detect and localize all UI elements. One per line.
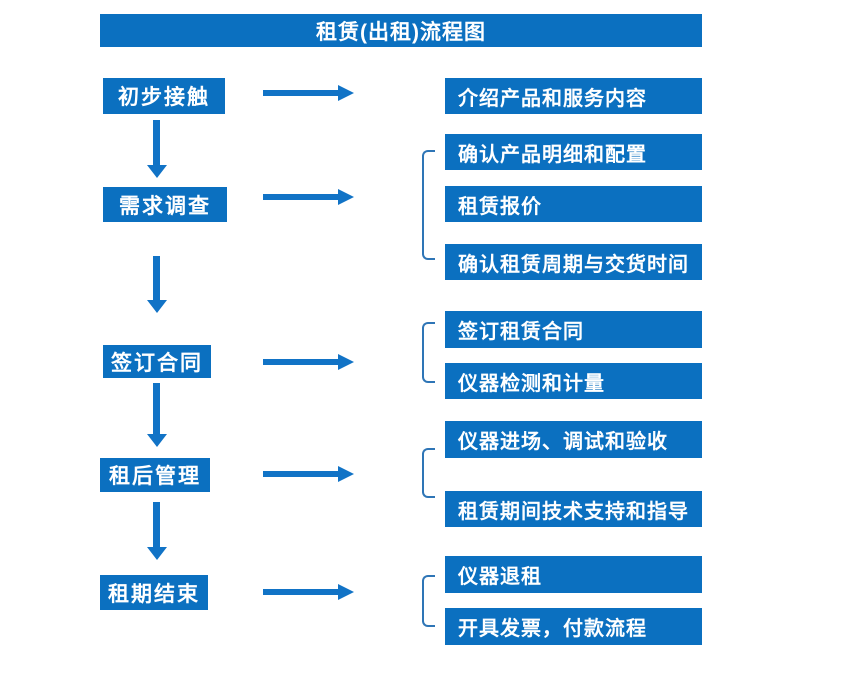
arrow-shaft <box>153 383 160 435</box>
right-arrow-icon <box>263 189 354 205</box>
detail-box-introduce-products: 介绍产品和服务内容 <box>445 78 702 114</box>
arrow-shaft <box>263 589 339 595</box>
arrow-head <box>147 547 167 560</box>
step-box-sign-contract: 签订合同 <box>103 345 211 378</box>
group-bracket <box>422 575 435 627</box>
detail-box-invoice-payment: 开具发票，付款流程 <box>445 608 702 645</box>
step-box-rental-end: 租期结束 <box>100 575 208 610</box>
right-arrow-icon <box>263 85 354 101</box>
arrow-shaft <box>263 471 339 477</box>
group-bracket <box>422 322 435 383</box>
group-bracket <box>422 150 435 260</box>
arrow-shaft <box>153 120 160 166</box>
flowchart-title: 租赁(出租)流程图 <box>316 20 486 44</box>
step-box-post-rental-mgmt: 租后管理 <box>100 458 210 492</box>
detail-box-instrument-return: 仪器退租 <box>445 556 702 593</box>
down-arrow-icon <box>147 383 167 447</box>
arrow-shaft <box>263 194 339 200</box>
arrow-head <box>338 85 354 101</box>
arrow-head <box>147 300 167 313</box>
detail-box-confirm-details: 确认产品明细和配置 <box>445 134 702 170</box>
flowchart-title-bar: 租赁(出租)流程图 <box>100 14 702 47</box>
arrow-shaft <box>153 256 160 301</box>
arrow-shaft <box>263 90 339 96</box>
detail-box-tech-support: 租赁期间技术支持和指导 <box>445 491 702 527</box>
right-arrow-icon <box>263 584 354 600</box>
detail-box-instrument-arrival: 仪器进场、调试和验收 <box>445 421 702 458</box>
down-arrow-icon <box>147 120 167 178</box>
right-arrow-icon <box>263 466 354 482</box>
arrow-head <box>338 466 354 482</box>
arrow-shaft <box>263 359 339 365</box>
arrow-head <box>338 189 354 205</box>
right-arrow-icon <box>263 354 354 370</box>
arrow-shaft <box>153 502 160 548</box>
down-arrow-icon <box>147 502 167 560</box>
arrow-head <box>338 584 354 600</box>
step-box-demand-survey: 需求调查 <box>103 187 227 222</box>
detail-box-sign-rental-contract: 签订租赁合同 <box>445 311 702 348</box>
down-arrow-icon <box>147 256 167 313</box>
arrow-head <box>147 165 167 178</box>
detail-box-instrument-testing: 仪器检测和计量 <box>445 363 702 399</box>
step-box-initial-contact: 初步接触 <box>103 78 225 114</box>
arrow-head <box>147 434 167 447</box>
arrow-head <box>338 354 354 370</box>
detail-box-rental-quote: 租赁报价 <box>445 186 702 222</box>
detail-box-confirm-period: 确认租赁周期与交货时间 <box>445 244 702 280</box>
group-bracket <box>422 448 435 498</box>
